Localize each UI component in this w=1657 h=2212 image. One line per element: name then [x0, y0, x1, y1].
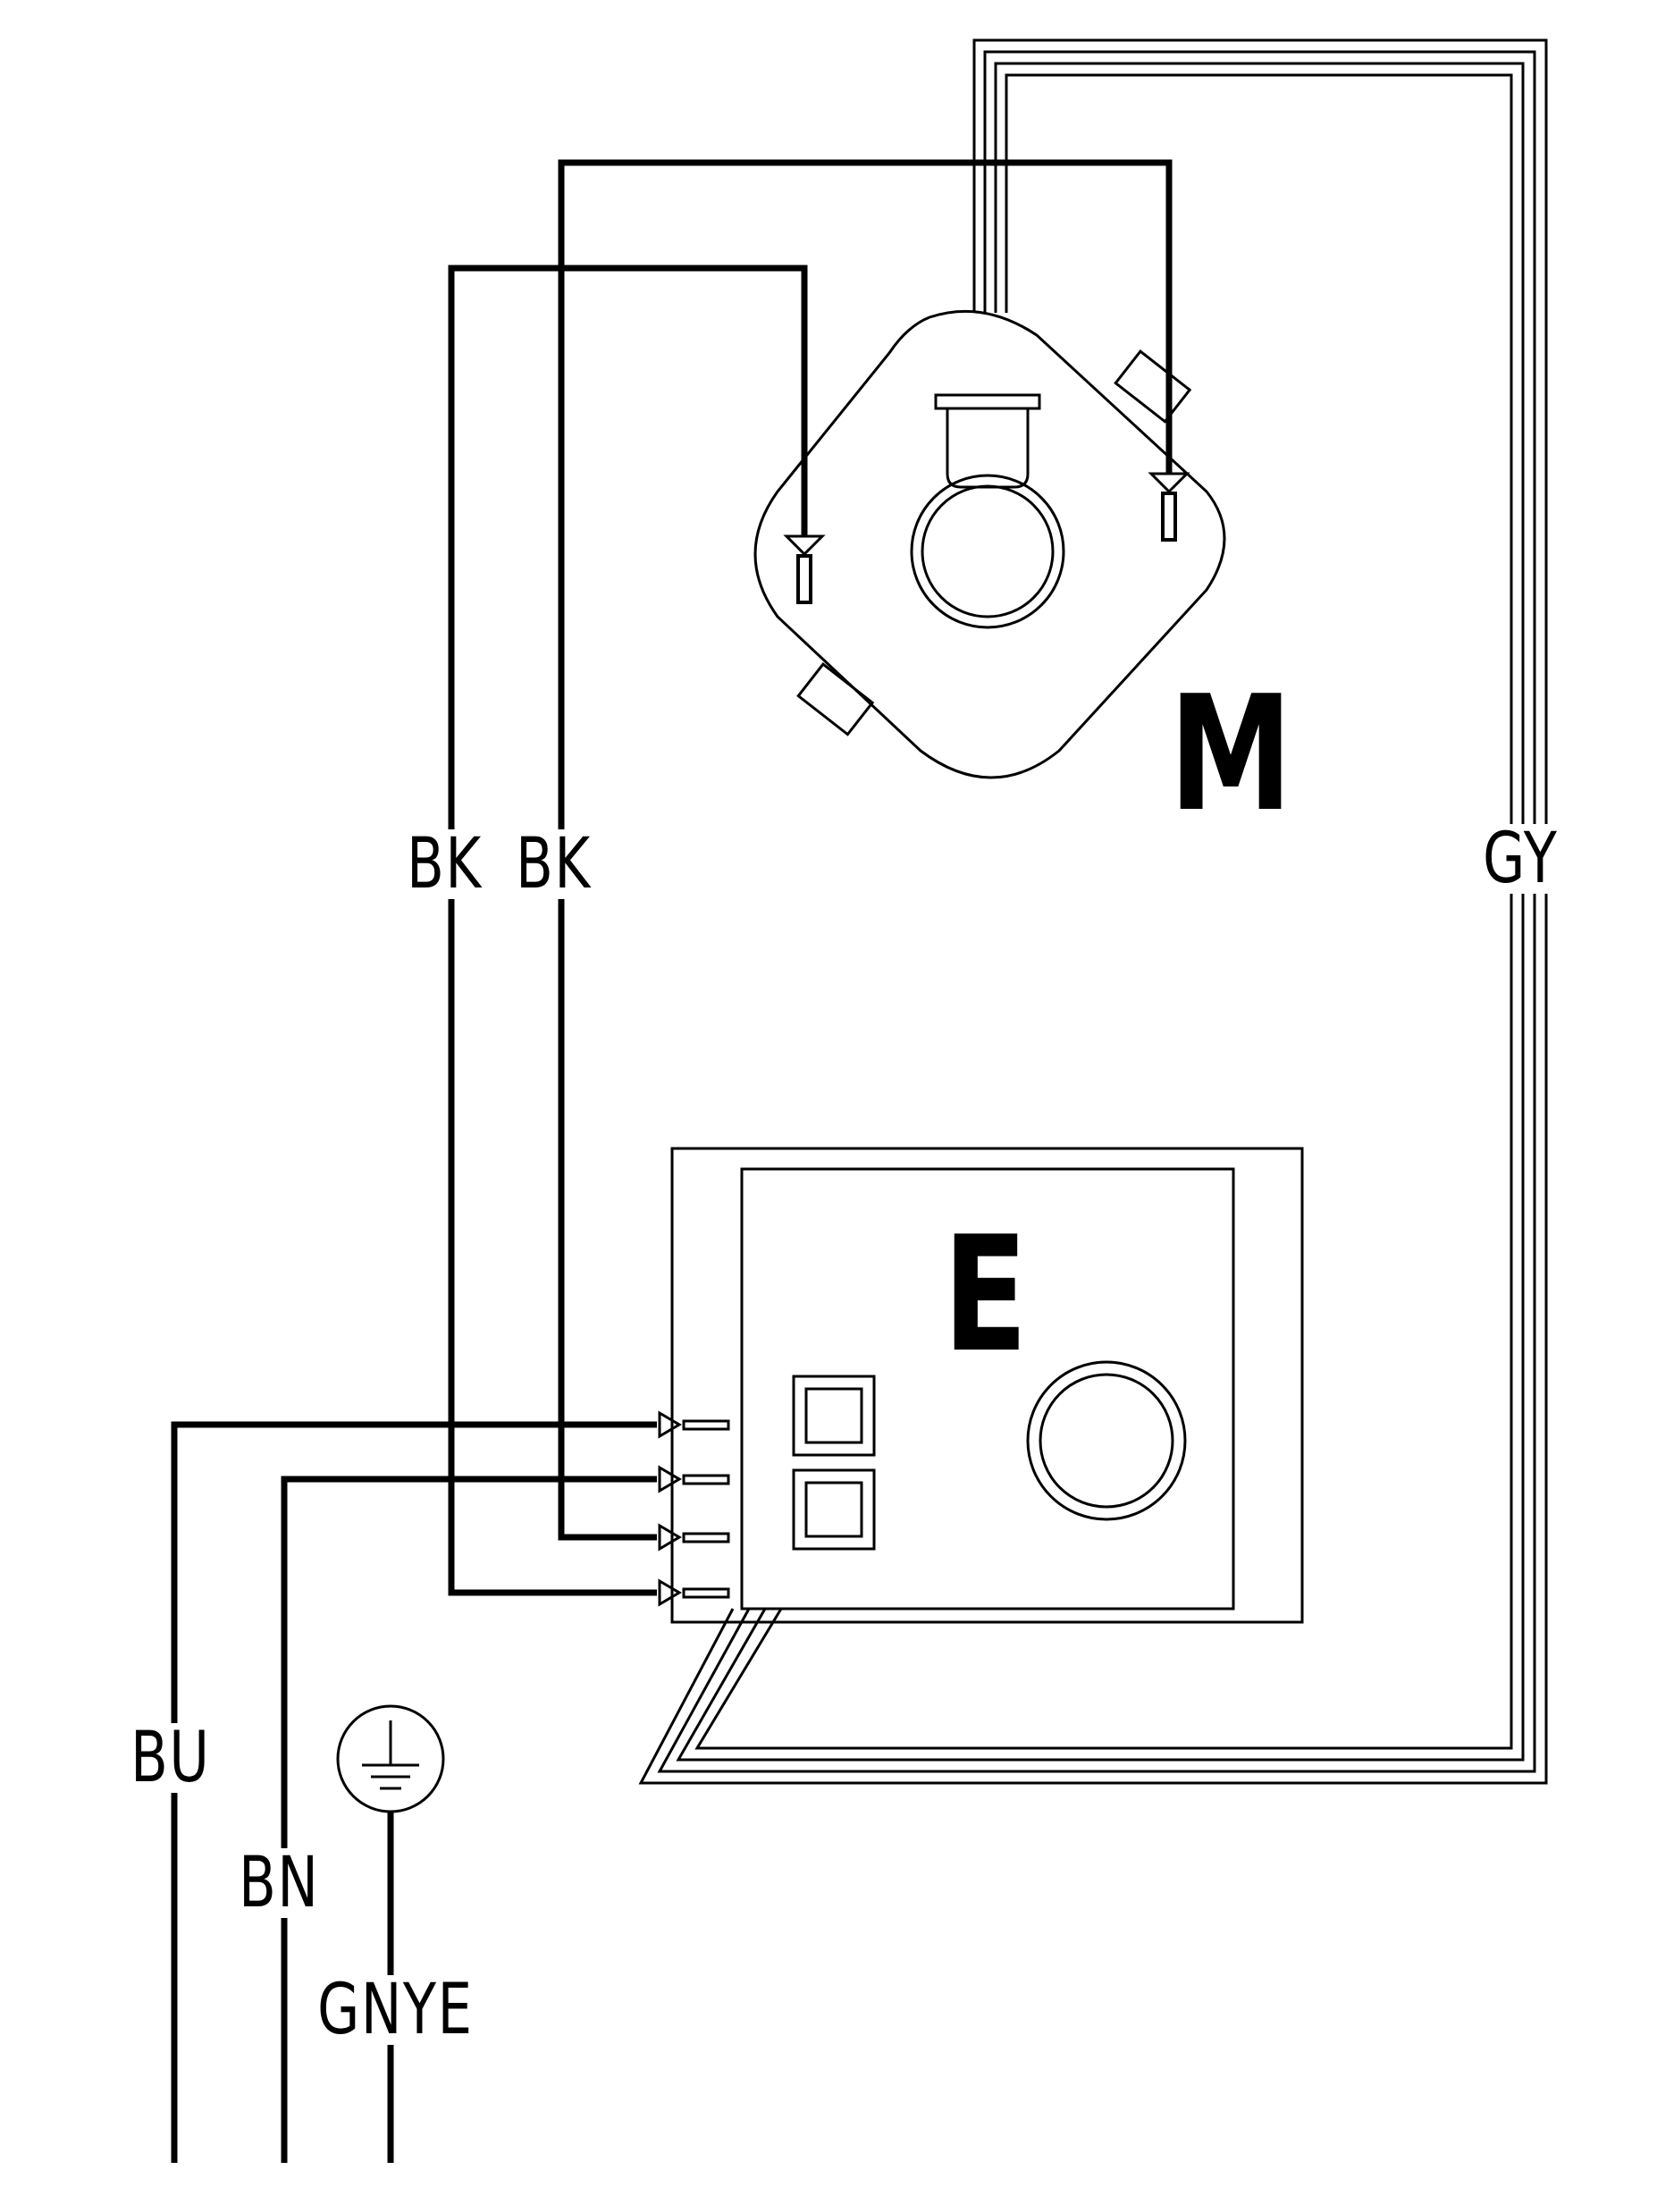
- motor-tab-top: [1114, 349, 1192, 424]
- electronics-label: E: [943, 1202, 1028, 1387]
- motor-label: M: [1169, 661, 1293, 846]
- terminal-arrow-icon: [658, 1410, 730, 1607]
- wire-label-bk-left: BK: [404, 829, 486, 899]
- motor-terminal-right: [1148, 472, 1190, 542]
- control-button-top: [792, 1375, 876, 1457]
- motor-tab-bottom: [796, 662, 875, 736]
- wire-bk-left: [448, 265, 808, 1596]
- wire-bu: [171, 1421, 657, 2163]
- wire-bn: [281, 1476, 657, 2163]
- wire-gy-cable: [638, 38, 1548, 1785]
- wire-label-bu: BU: [128, 1723, 214, 1793]
- motor-terminal-left: [783, 534, 826, 604]
- motor-housing: [753, 309, 1226, 779]
- wire-label-gy: GY: [1480, 824, 1561, 894]
- wire-bk-right: [558, 159, 1173, 1541]
- wire-label-bn: BN: [236, 1848, 323, 1918]
- control-dial: [1026, 1360, 1187, 1521]
- control-box-icon: [670, 1147, 1304, 1624]
- control-button-bottom: [792, 1468, 876, 1551]
- wire-label-gnye: GNYE: [315, 1975, 476, 2045]
- earth-ground-icon: [336, 1704, 445, 1813]
- wire-label-bk-right: BK: [513, 829, 595, 899]
- motor-capacitor-icon: [910, 393, 1065, 629]
